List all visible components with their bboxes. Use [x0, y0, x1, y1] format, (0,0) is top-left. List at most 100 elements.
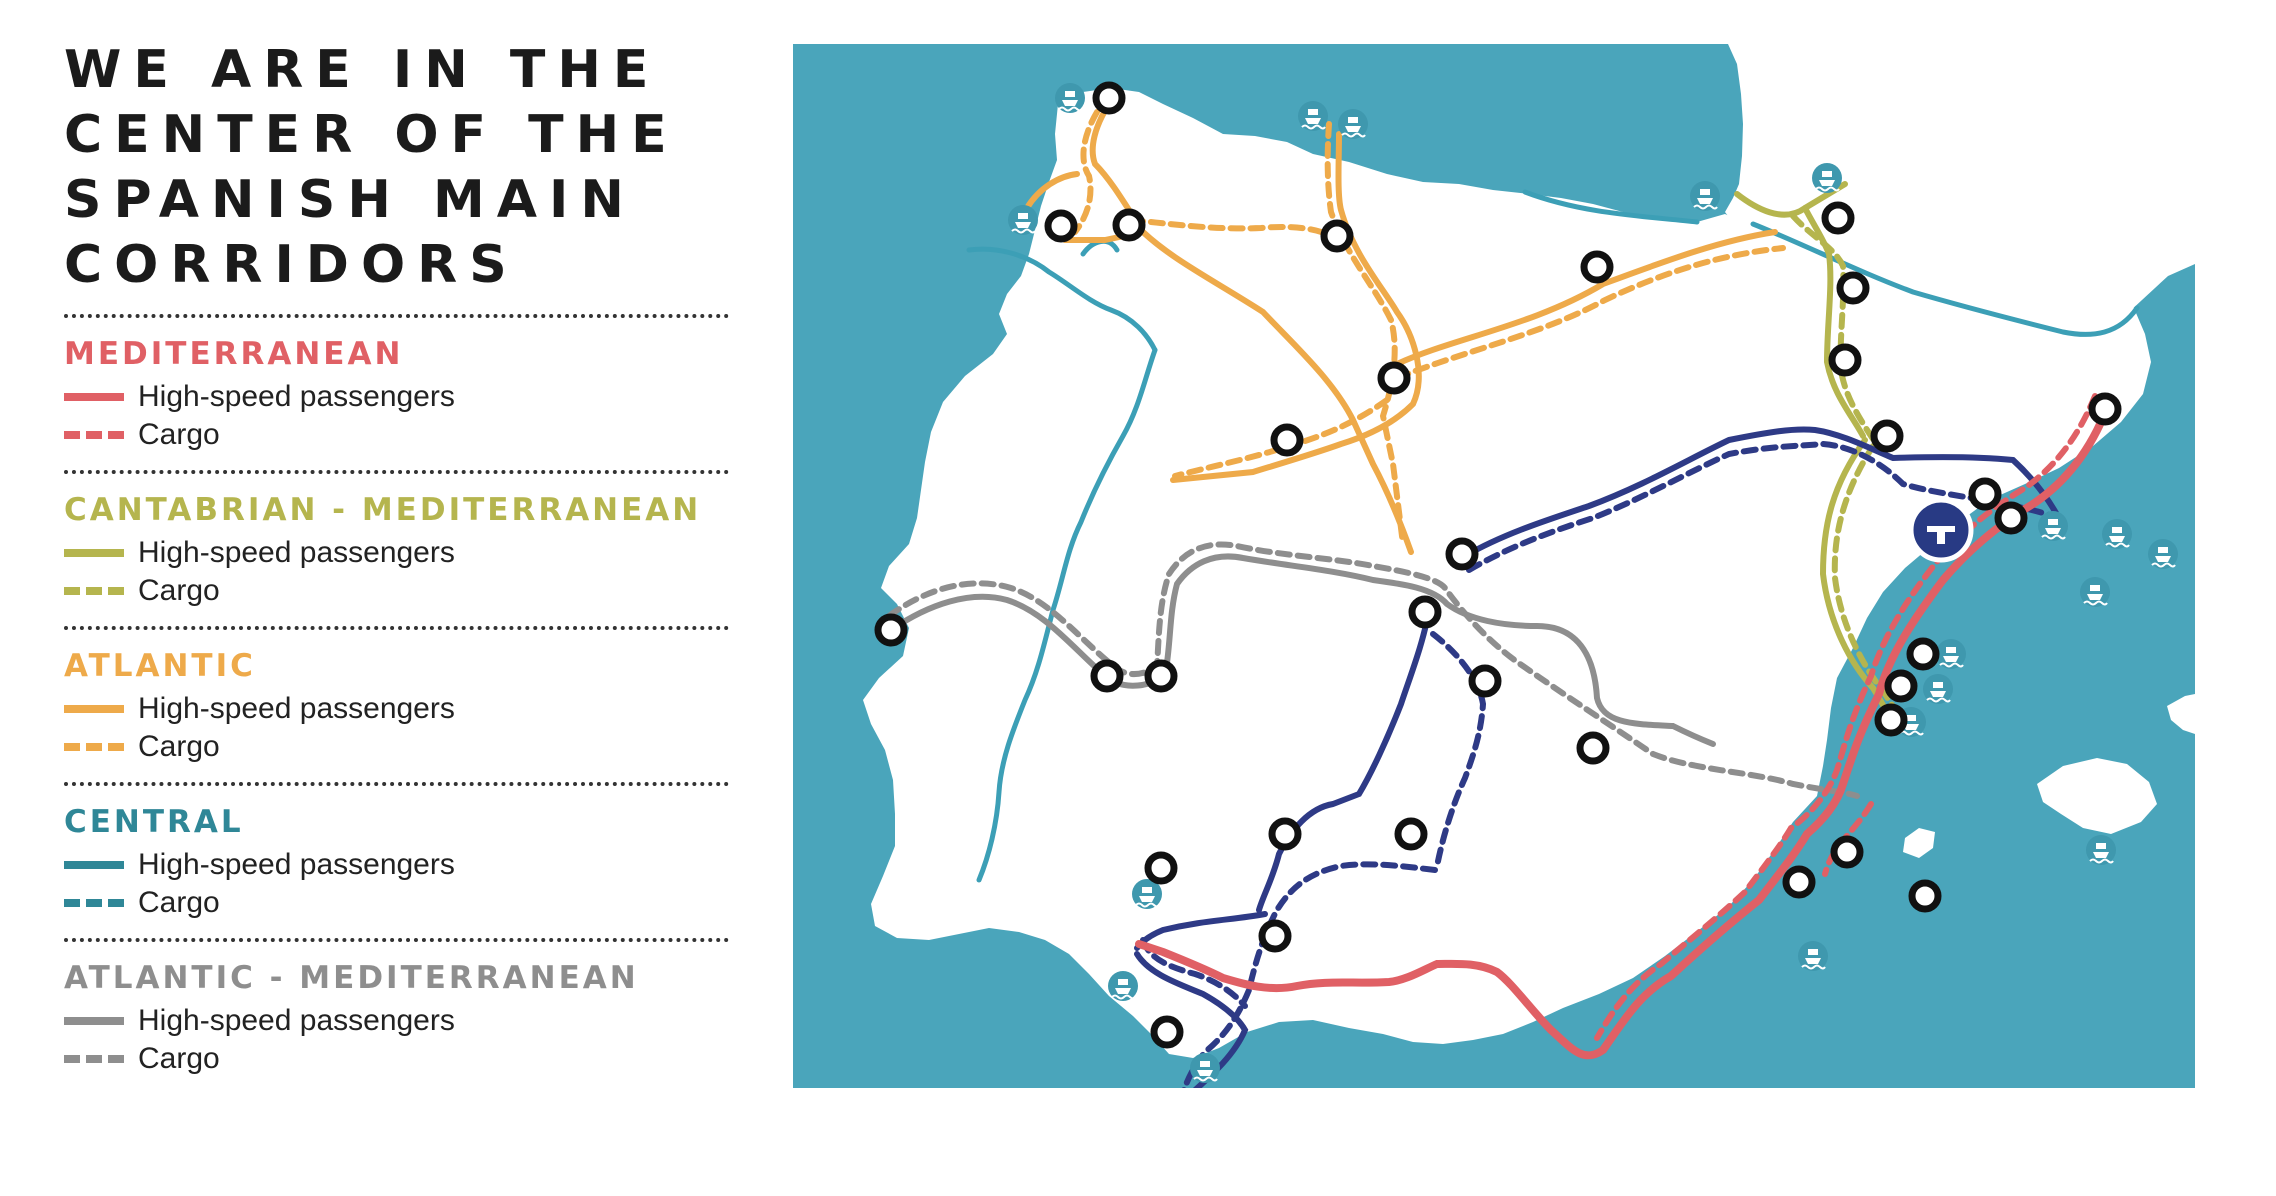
ship-icon: [1297, 100, 1329, 132]
station-node: [1270, 423, 1304, 457]
ship-icon: [2101, 518, 2133, 550]
legend-item-passengers: High-speed passengers: [64, 1002, 744, 1040]
ship-icon: [1811, 162, 1843, 194]
ibiza-island: [1903, 828, 1935, 858]
station-node: [1044, 209, 1078, 243]
solid-line-swatch: [64, 1017, 124, 1025]
title-line-2: CENTER OF THE: [64, 105, 679, 165]
dashed-line-swatch: [64, 743, 124, 751]
legend-divider: [64, 626, 729, 630]
title-line-4: CORRIDORS: [64, 235, 519, 295]
corridor-name-central: CENTRAL: [64, 804, 244, 840]
station-node: [1828, 343, 1862, 377]
legend-group-mediterranean: MEDITERRANEAN High-speed passengers Carg…: [64, 336, 744, 454]
legend-item-passengers: High-speed passengers: [64, 846, 744, 884]
title-line-1: WE ARE IN THE: [64, 40, 661, 100]
menorca-island: [2167, 694, 2195, 734]
station-node: [1092, 81, 1126, 115]
iberia-corridor-map: [793, 44, 2195, 1088]
corridor-name-atlantic: ATLANTIC: [64, 648, 256, 684]
dashed-line-swatch: [64, 431, 124, 439]
ship-icon: [1107, 970, 1139, 1002]
station-node: [1468, 664, 1502, 698]
ship-icon: [1797, 940, 1829, 972]
station-node: [1090, 659, 1124, 693]
station-node: [1580, 250, 1614, 284]
station-node: [1908, 879, 1942, 913]
station-node: [1836, 271, 1870, 305]
legend-group-atlantic: ATLANTIC High-speed passengers Cargo: [64, 648, 744, 766]
legend-item-label: High-speed passengers: [138, 1004, 455, 1037]
legend-item-cargo: Cargo: [64, 416, 744, 454]
station-node: [1144, 659, 1178, 693]
legend-item-passengers: High-speed passengers: [64, 690, 744, 728]
ship-icon: [2037, 510, 2069, 542]
station-node: [1144, 851, 1178, 885]
solid-line-swatch: [64, 861, 124, 869]
station-node: [1884, 669, 1918, 703]
ship-icon: [1689, 180, 1721, 212]
corridor-atlantic-med-routes: [888, 553, 1716, 747]
corridor-atlantic-routes: [1024, 101, 1778, 555]
station-node: [1320, 219, 1354, 253]
legend-item-label: High-speed passengers: [138, 536, 455, 569]
page-title: WE ARE IN THE CENTER OF THE SPANISH MAIN…: [64, 38, 744, 298]
solid-line-swatch: [64, 705, 124, 713]
station-node: [1445, 537, 1479, 571]
corridor-mediterranean-routes: [1135, 404, 2111, 1060]
rivers-and-borders: [966, 189, 2140, 883]
station-node: [1377, 361, 1411, 395]
title-line-3: SPANISH MAIN: [64, 170, 636, 230]
station-node: [1830, 835, 1864, 869]
corridor-cantabrian-routes: [1734, 181, 1896, 727]
station-node: [1408, 595, 1442, 629]
station-node: [1968, 477, 2002, 511]
legend-group-atlantic-mediterranean: ATLANTIC - MEDITERRANEAN High-speed pass…: [64, 960, 744, 1078]
station-node: [1994, 501, 2028, 535]
corridor-name-mediterranean: MEDITERRANEAN: [64, 336, 404, 372]
station-node: [874, 613, 908, 647]
legend-divider: [64, 782, 729, 786]
ship-icon: [2079, 576, 2111, 608]
station-node: [1870, 419, 1904, 453]
station-node: [1874, 703, 1908, 737]
legend-item-label: Cargo: [138, 886, 220, 919]
ship-icon: [1007, 204, 1039, 236]
dashed-line-swatch: [64, 899, 124, 907]
corridor-central-routes: [1134, 426, 2066, 1088]
legend-item-cargo: Cargo: [64, 728, 744, 766]
solid-line-swatch: [64, 393, 124, 401]
corridor-name-cantabrian-mediterranean: CANTABRIAN - MEDITERRANEAN: [64, 492, 702, 528]
legend-item-label: Cargo: [138, 1042, 220, 1075]
solid-line-swatch: [64, 549, 124, 557]
station-node: [1782, 865, 1816, 899]
station-node: [1268, 817, 1302, 851]
legend-item-passengers: High-speed passengers: [64, 534, 744, 572]
station-node: [1150, 1015, 1184, 1049]
ship-icon: [2147, 538, 2179, 570]
ship-icon: [1189, 1052, 1221, 1084]
legend-item-label: High-speed passengers: [138, 848, 455, 881]
legend-item-label: Cargo: [138, 730, 220, 763]
station-node: [1906, 637, 1940, 671]
dashed-line-swatch: [64, 1055, 124, 1063]
station-node: [1258, 919, 1292, 953]
ship-icon: [2085, 834, 2117, 866]
corridor-atlantic-med-cargo: [886, 541, 1860, 799]
legend-item-cargo: Cargo: [64, 572, 744, 610]
dashed-line-swatch: [64, 587, 124, 595]
ship-icon: [1922, 673, 1954, 705]
legend-item-cargo: Cargo: [64, 884, 744, 922]
station-node: [1821, 201, 1855, 235]
station-nodes: [874, 81, 2122, 1049]
station-node: [1394, 817, 1428, 851]
ship-icon: [1054, 82, 1086, 114]
ship-icon: [1935, 638, 1967, 670]
legend-group-central: CENTRAL High-speed passengers Cargo: [64, 804, 744, 922]
station-node: [2088, 392, 2122, 426]
legend-item-passengers: High-speed passengers: [64, 378, 744, 416]
legend-panel: WE ARE IN THE CENTER OF THE SPANISH MAIN…: [64, 38, 744, 1078]
legend-item-label: High-speed passengers: [138, 692, 455, 725]
corridor-name-atlantic-mediterranean: ATLANTIC - MEDITERRANEAN: [64, 960, 639, 996]
logistics-hub-icon: [1908, 497, 1974, 563]
